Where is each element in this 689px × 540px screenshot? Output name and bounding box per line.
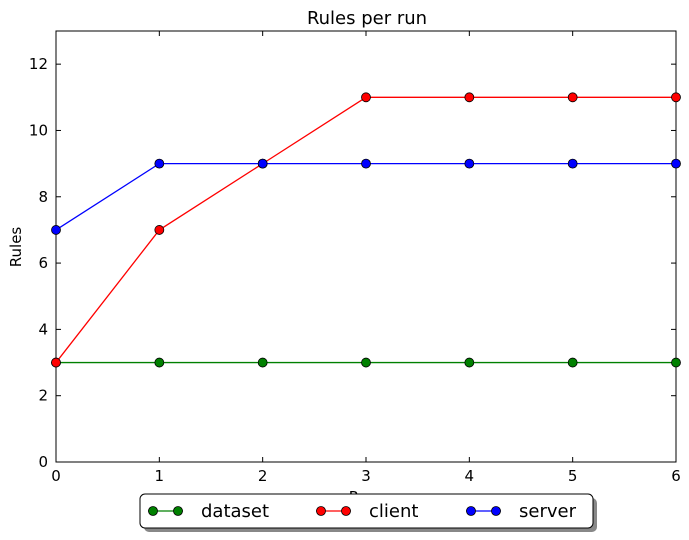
data-point-server <box>154 158 165 169</box>
y-tick-label: 8 <box>38 188 48 206</box>
legend-marker <box>491 506 501 516</box>
series-server <box>51 158 681 235</box>
legend-label: server <box>519 501 577 522</box>
legend-item-client: client <box>316 501 418 522</box>
y-tick-label: 12 <box>29 55 48 73</box>
x-tick-label: 5 <box>568 467 578 485</box>
x-tick-label: 6 <box>671 467 681 485</box>
x-tick-label: 2 <box>258 467 268 485</box>
chart-title: Rules per run <box>307 8 427 29</box>
data-point-client <box>671 92 681 103</box>
legend-label: client <box>369 501 418 522</box>
data-point-server <box>257 158 268 169</box>
y-tick-label: 0 <box>38 453 48 471</box>
legend-marker <box>466 506 476 516</box>
data-point-dataset <box>154 357 165 368</box>
legend: dataset client server <box>139 493 597 532</box>
legend-marker <box>341 506 351 516</box>
data-point-client <box>51 357 61 368</box>
x-tick-label: 4 <box>465 467 475 485</box>
x-tick-label: 3 <box>361 467 371 485</box>
data-point-dataset <box>567 357 578 368</box>
legend-label: dataset <box>201 501 269 522</box>
legend-marker <box>173 506 183 516</box>
x-tick-label: 1 <box>155 467 165 485</box>
data-point-server <box>361 158 371 169</box>
data-point-client <box>464 92 475 103</box>
data-point-client <box>361 92 371 103</box>
data-point-dataset <box>464 357 475 368</box>
legend-item-dataset: dataset <box>148 501 269 522</box>
data-point-client <box>567 92 578 103</box>
legend-item-server: server <box>466 501 577 522</box>
legend-marker <box>148 506 158 516</box>
y-tick-label: 2 <box>38 387 48 405</box>
data-point-dataset <box>361 357 371 368</box>
plot-frame <box>55 30 677 463</box>
legend-box <box>139 493 594 529</box>
y-tick-label: 6 <box>38 254 48 272</box>
data-point-server <box>671 158 681 169</box>
y-axis-label: Rules <box>7 227 25 268</box>
data-point-server <box>567 158 578 169</box>
series-client <box>51 92 681 368</box>
data-point-server <box>464 158 475 169</box>
y-tick-label: 4 <box>38 320 48 338</box>
legend-marker <box>316 506 326 516</box>
x-tick-label: 0 <box>51 467 61 485</box>
data-point-server <box>51 225 61 235</box>
series-layer <box>51 92 681 368</box>
data-point-dataset <box>257 357 268 368</box>
data-point-client <box>154 225 165 235</box>
y-tick-label: 10 <box>29 121 48 139</box>
data-point-dataset <box>671 357 681 368</box>
